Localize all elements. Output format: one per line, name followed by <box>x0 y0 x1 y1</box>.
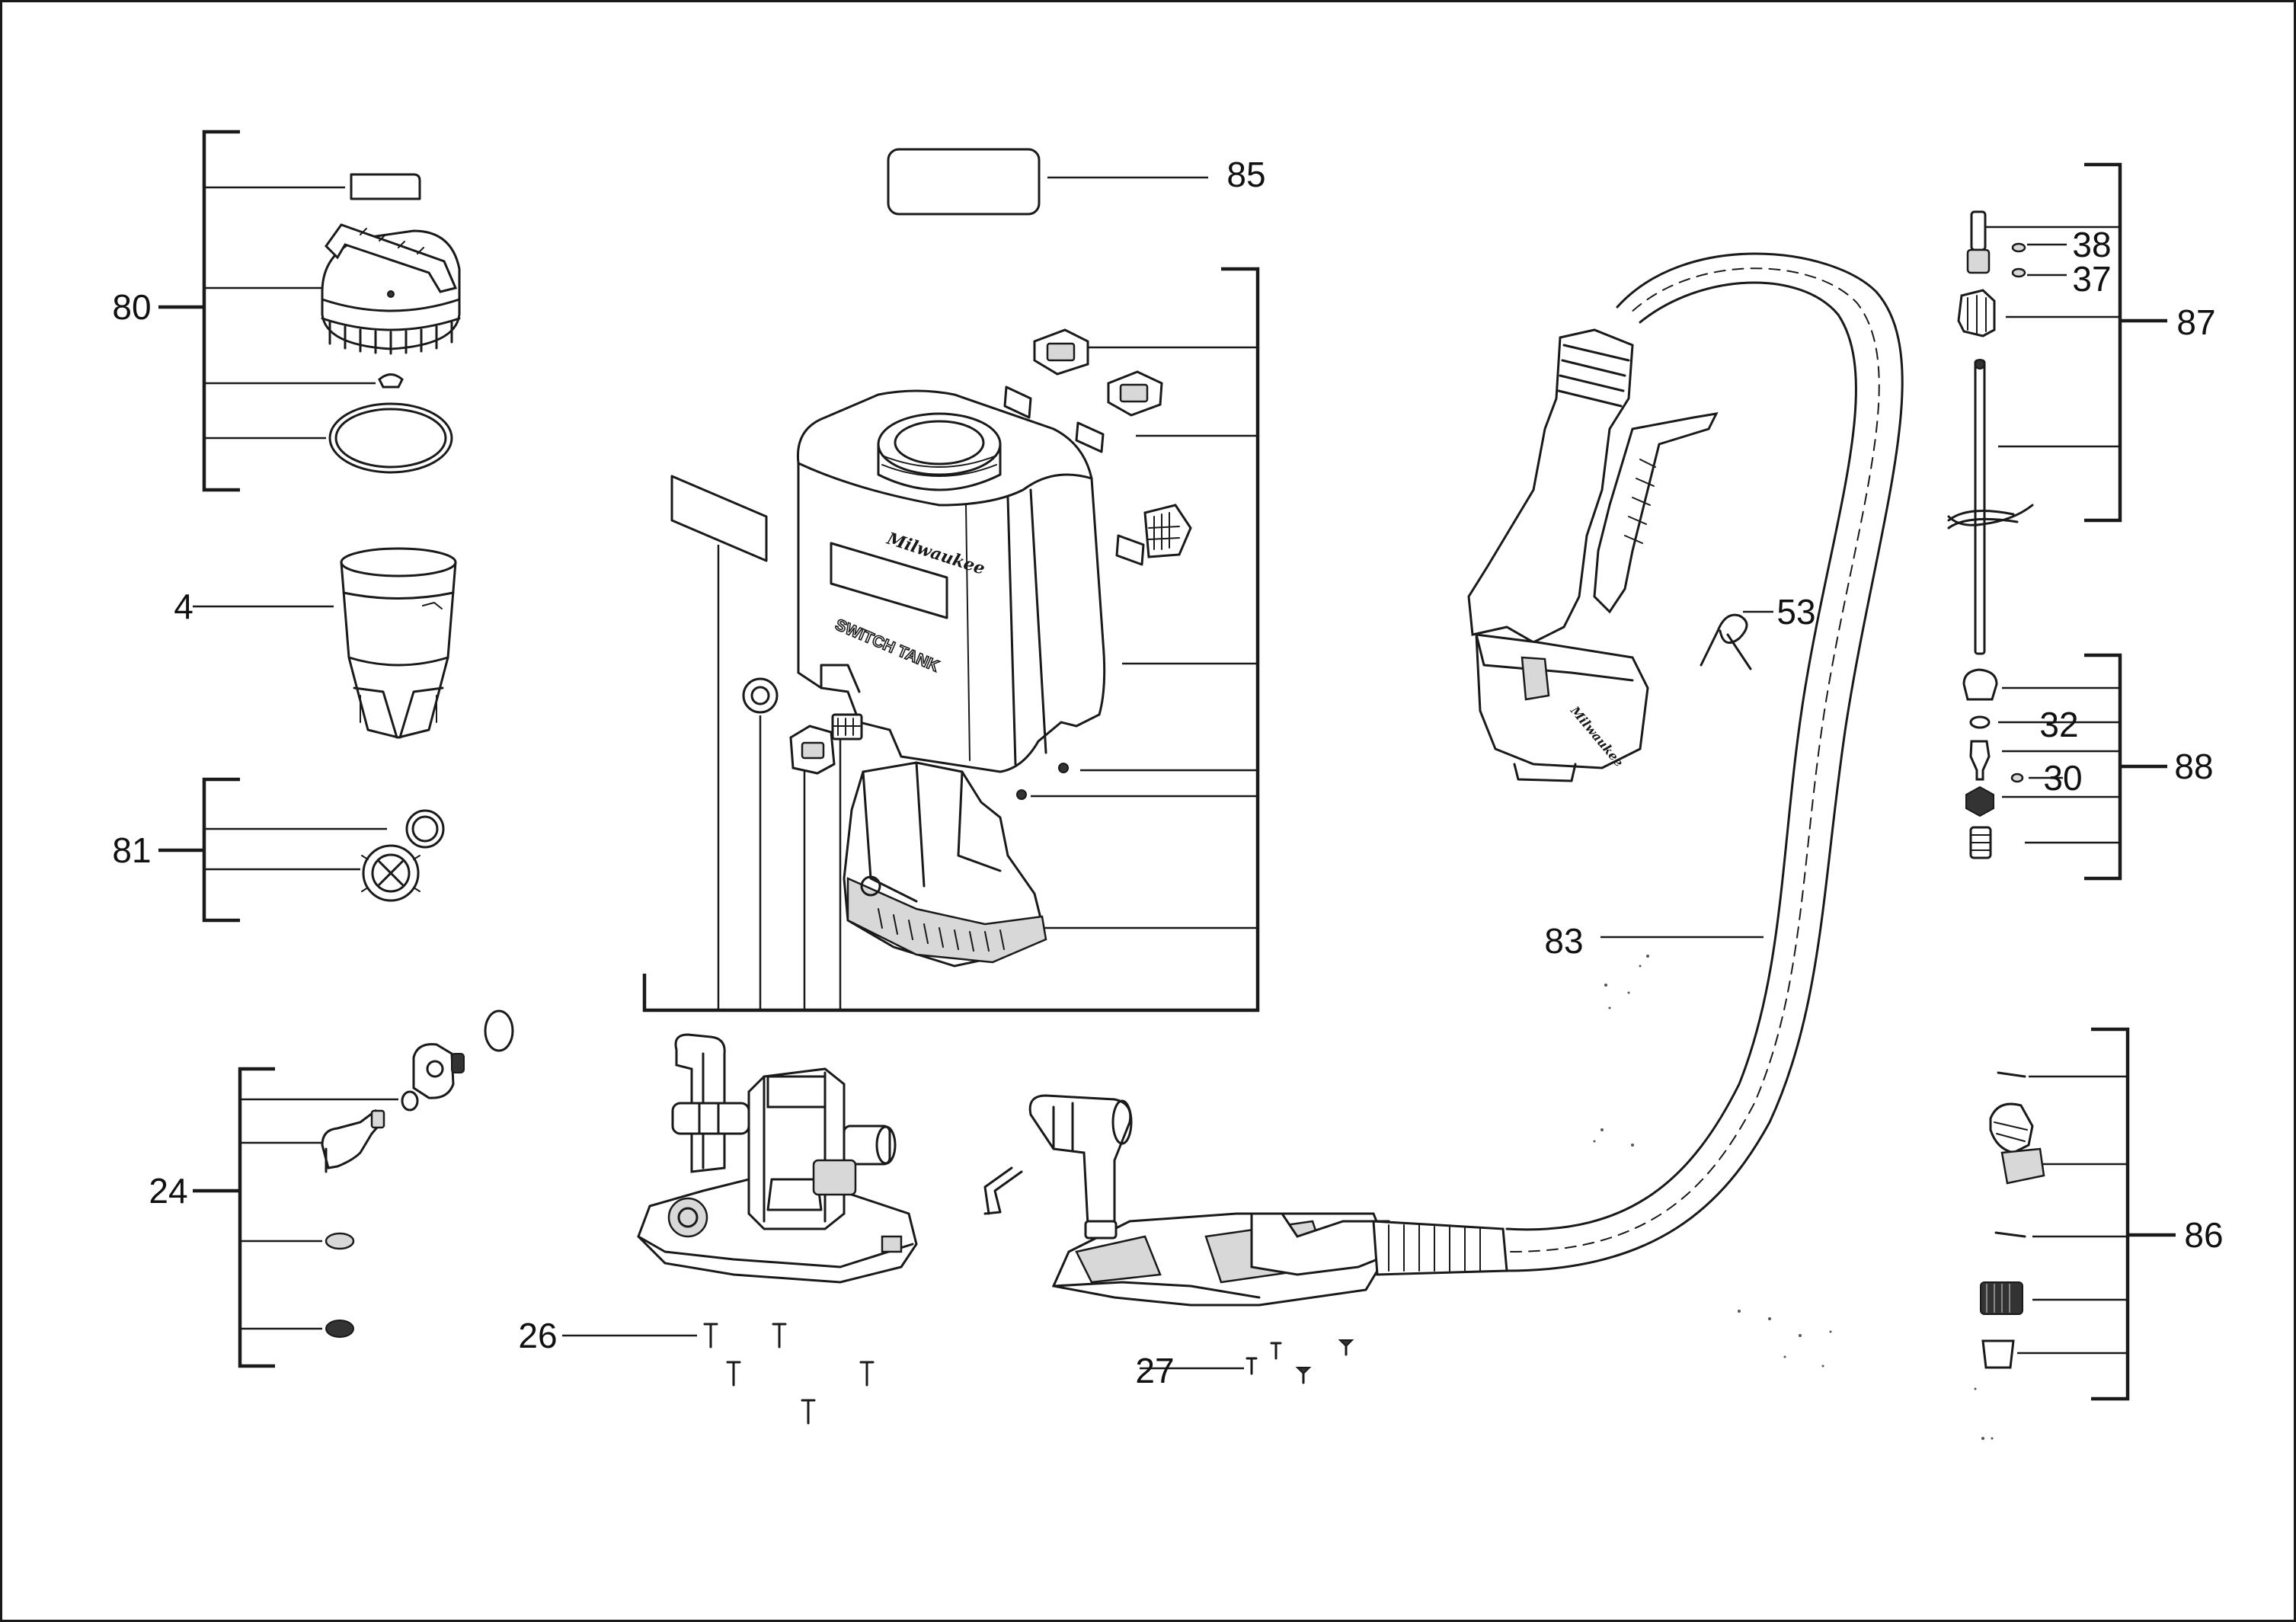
part-group-80 <box>158 130 461 492</box>
callout-81: 81 <box>112 830 152 870</box>
latch-lower <box>1143 504 1192 558</box>
callout-24: 24 <box>149 1171 188 1211</box>
bracket-87 <box>2084 162 2167 523</box>
callout-27: 27 <box>1135 1351 1175 1390</box>
bracket-24 <box>193 1067 275 1368</box>
ferrule-86 <box>1981 1339 2015 1369</box>
callout-85: 85 <box>1226 155 1266 194</box>
o-ring-24a <box>484 1009 514 1052</box>
valve-stem <box>1969 740 1991 781</box>
cap-o-ring <box>328 402 453 474</box>
callout-83: 83 <box>1544 921 1584 961</box>
part-group-88 <box>1962 653 2167 881</box>
o-ring-24b <box>401 1090 419 1112</box>
nozzle-tip <box>1966 210 1991 274</box>
gasket-24 <box>325 1320 354 1338</box>
part-group-81 <box>158 777 445 923</box>
nozzle-cap-88 <box>1962 668 1998 701</box>
ball-1 <box>1058 763 1069 773</box>
tank-group: Milwaukee SWITCH TANK <box>642 267 1260 1013</box>
pad-2 <box>1075 421 1105 453</box>
o-ring-32 <box>1969 715 1991 729</box>
bracket-88 <box>2084 653 2167 881</box>
pad-3 <box>1115 534 1145 566</box>
label-plate-85 <box>887 148 1041 216</box>
callout-80: 80 <box>112 287 152 327</box>
staple-clip <box>983 1166 1023 1215</box>
bracket-81 <box>158 777 240 923</box>
nozzle-nut <box>1957 289 1996 338</box>
part-group-86 <box>1980 1027 2176 1401</box>
part-4-strainer <box>193 547 457 739</box>
callout-88: 88 <box>2174 747 2214 786</box>
callout-87: 87 <box>2176 302 2216 342</box>
callout-38: 38 <box>2072 225 2112 264</box>
base-shroud <box>843 761 1047 968</box>
o-ring-30 <box>2010 773 2024 783</box>
trigger-handle: Milwaukee <box>1467 328 1719 782</box>
spring-53 <box>1700 610 1773 670</box>
tank-cap <box>321 223 461 355</box>
port-fitting <box>412 1043 465 1099</box>
part-group-24 <box>193 1009 514 1368</box>
o-ring-38 <box>2011 242 2026 253</box>
pin-86b <box>1994 1231 2026 1238</box>
washer-81 <box>405 809 445 849</box>
ball-2 <box>1016 789 1027 800</box>
clip-block <box>789 725 836 775</box>
bracket-tank <box>642 267 1260 1013</box>
callout-26: 26 <box>518 1316 558 1355</box>
callout-30: 30 <box>2043 758 2083 798</box>
hose-83 <box>1505 252 1904 1272</box>
elbow-fitting <box>321 1109 385 1173</box>
callout-53: 53 <box>1776 592 1816 632</box>
decal-85b <box>670 475 768 562</box>
pump-assembly <box>637 1033 918 1284</box>
plug-81 <box>361 844 421 902</box>
switch-tank-body <box>796 389 1106 773</box>
screws-26 <box>562 1323 875 1425</box>
bracket-86 <box>2091 1027 2176 1401</box>
part-group-87 <box>1947 162 2167 655</box>
hex-nut-88 <box>1965 785 1994 817</box>
o-ring-37 <box>2011 267 2026 278</box>
wand-tube <box>1947 359 2034 655</box>
latch-middle <box>1107 370 1163 417</box>
callout-32: 32 <box>2039 705 2079 744</box>
latch-upper <box>1033 328 1089 376</box>
pad-1 <box>1003 386 1032 419</box>
hose-nut-86 <box>1980 1281 2023 1315</box>
hose-base-assembly <box>1028 1094 1508 1307</box>
nut-hex <box>742 677 779 714</box>
vent-valve <box>378 373 404 389</box>
callout-37: 37 <box>2072 259 2112 299</box>
print-specks <box>1593 955 1994 1440</box>
screen-24 <box>325 1232 355 1250</box>
bracket-80 <box>158 130 240 492</box>
pin-86a <box>1997 1071 2026 1078</box>
callout-4: 4 <box>174 587 193 626</box>
hose-elbow-86 <box>1989 1102 2045 1185</box>
decal-label-80 <box>350 173 421 200</box>
part-85-label <box>887 148 1208 216</box>
callout-86: 86 <box>2184 1215 2224 1255</box>
small-grille <box>831 713 863 741</box>
screws-27 <box>1140 1339 1354 1384</box>
